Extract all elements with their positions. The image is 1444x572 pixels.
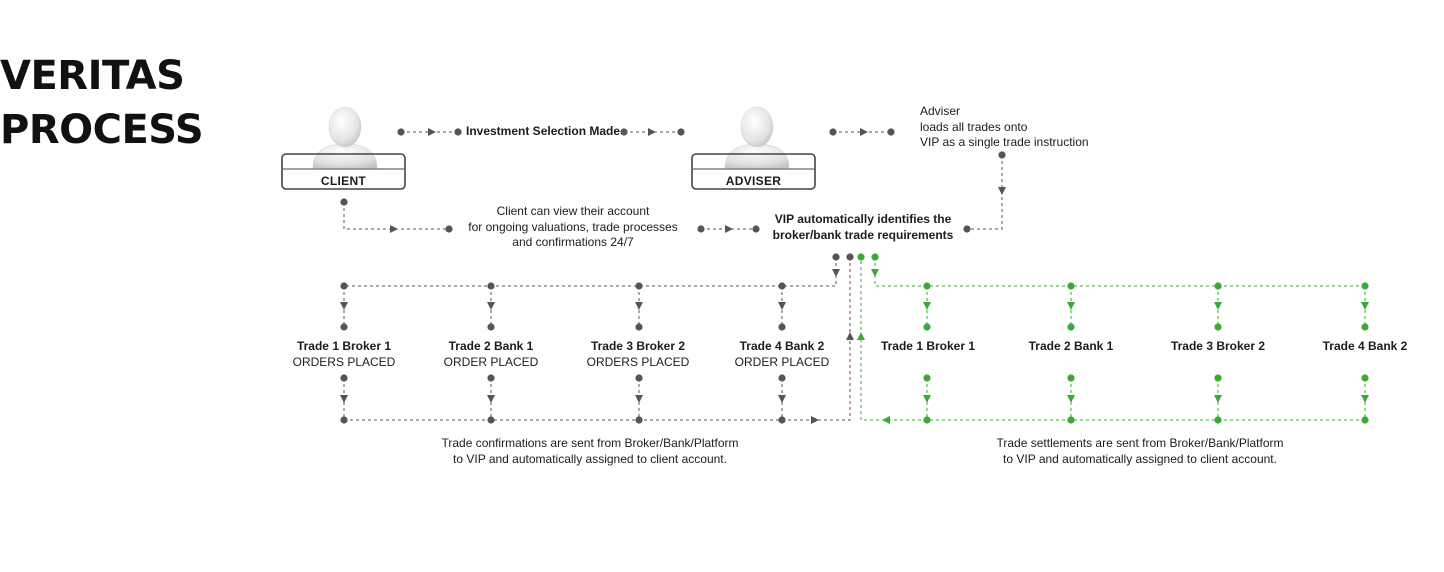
connector-dot — [923, 374, 931, 382]
connector-line — [343, 202, 449, 230]
settlement-trade-2: Trade 2 Bank 1 — [1028, 339, 1114, 353]
connector-dot — [752, 225, 760, 233]
page-title-line-1: VERITAS — [0, 53, 185, 99]
connector-dot — [1214, 374, 1222, 382]
connector-dot — [487, 374, 495, 382]
connector-arrow — [635, 302, 643, 310]
connector-dot — [1214, 282, 1222, 290]
connector-arrow — [882, 416, 890, 424]
connector-arrow — [1067, 395, 1075, 403]
step-adviser-loads: Adviser loads all trades onto VIP as a s… — [920, 104, 1089, 149]
connector-dot — [923, 323, 931, 331]
connector-arrow — [340, 302, 348, 310]
connector-arrow — [857, 332, 865, 340]
connector-dot — [829, 128, 837, 136]
adviser-card — [691, 153, 816, 190]
connector-arrow — [846, 332, 854, 340]
connector-dot — [963, 225, 971, 233]
connector-line — [860, 257, 1365, 421]
connector-dot — [887, 128, 895, 136]
connector-dot — [1361, 374, 1369, 382]
connector-arrow — [832, 269, 840, 277]
connector-arrow — [340, 395, 348, 403]
connector-dot — [697, 225, 705, 233]
adviser-label: ADVISER — [725, 174, 782, 188]
connector-arrow — [998, 187, 1006, 195]
connector-arrow — [1214, 395, 1222, 403]
connector-arrow — [390, 225, 398, 233]
settlements-footer: Trade settlements are sent from Broker/B… — [996, 436, 1284, 466]
connector-dot — [1214, 323, 1222, 331]
connector-arrow — [871, 269, 879, 277]
settlement-trade-3: Trade 3 Broker 2 — [1170, 339, 1266, 353]
connector-dot — [454, 128, 462, 136]
step-investment-selection: Investment Selection Made — [466, 124, 621, 138]
connector-dot — [445, 225, 453, 233]
connector-dot — [923, 282, 931, 290]
client-label: CLIENT — [320, 174, 367, 188]
connector-dot — [778, 374, 786, 382]
connector-dot — [1067, 323, 1075, 331]
connector-arrow — [923, 395, 931, 403]
connector-dot — [635, 282, 643, 290]
connector-dot — [778, 282, 786, 290]
connector-dot — [487, 282, 495, 290]
connector-arrow — [778, 302, 786, 310]
connector-dot — [635, 374, 643, 382]
connector-dot — [340, 282, 348, 290]
connector-dot — [340, 323, 348, 331]
connector-dot — [340, 374, 348, 382]
connector-line — [874, 257, 1365, 287]
step-client-view: Client can view their account for ongoin… — [468, 204, 678, 249]
connector-dot — [487, 323, 495, 331]
connector-line — [967, 155, 1003, 230]
connector-arrow — [428, 128, 436, 136]
connector-dot — [677, 128, 685, 136]
connector-dot — [1067, 282, 1075, 290]
connector-arrow — [778, 395, 786, 403]
connector-arrow — [1067, 302, 1075, 310]
connector-dot — [620, 128, 628, 136]
connector-arrow — [487, 395, 495, 403]
connector-arrow — [811, 416, 819, 424]
client-card — [281, 153, 406, 190]
connector-arrow — [487, 302, 495, 310]
connector-arrow — [635, 395, 643, 403]
connector-arrow — [1361, 302, 1369, 310]
connector-line — [344, 257, 851, 421]
page-title-line-2: PROCESS — [0, 107, 204, 153]
client-avatar-icon — [312, 106, 378, 169]
connector-arrow — [725, 225, 733, 233]
connector-arrow — [860, 128, 868, 136]
connector-arrow — [923, 302, 931, 310]
step-vip-identifies: VIP automatically identifies the broker/… — [772, 212, 954, 242]
connector-arrow — [1361, 395, 1369, 403]
connector-dot — [397, 128, 405, 136]
connector-dot — [998, 151, 1006, 159]
confirmations-footer: Trade confirmations are sent from Broker… — [441, 436, 739, 466]
connector-arrow — [1214, 302, 1222, 310]
connector-line — [344, 257, 837, 287]
connector-dot — [1067, 374, 1075, 382]
connector-dot — [1361, 282, 1369, 290]
connector-arrow — [648, 128, 656, 136]
connector-dot — [340, 198, 348, 206]
connectors — [340, 128, 1369, 424]
connector-dot — [778, 323, 786, 331]
settlement-trade-1: Trade 1 Broker 1 — [880, 339, 976, 353]
adviser-avatar-icon — [724, 106, 790, 169]
connector-dot — [1361, 323, 1369, 331]
settlement-trade-4: Trade 4 Bank 2 — [1322, 339, 1408, 353]
connector-dot — [635, 323, 643, 331]
